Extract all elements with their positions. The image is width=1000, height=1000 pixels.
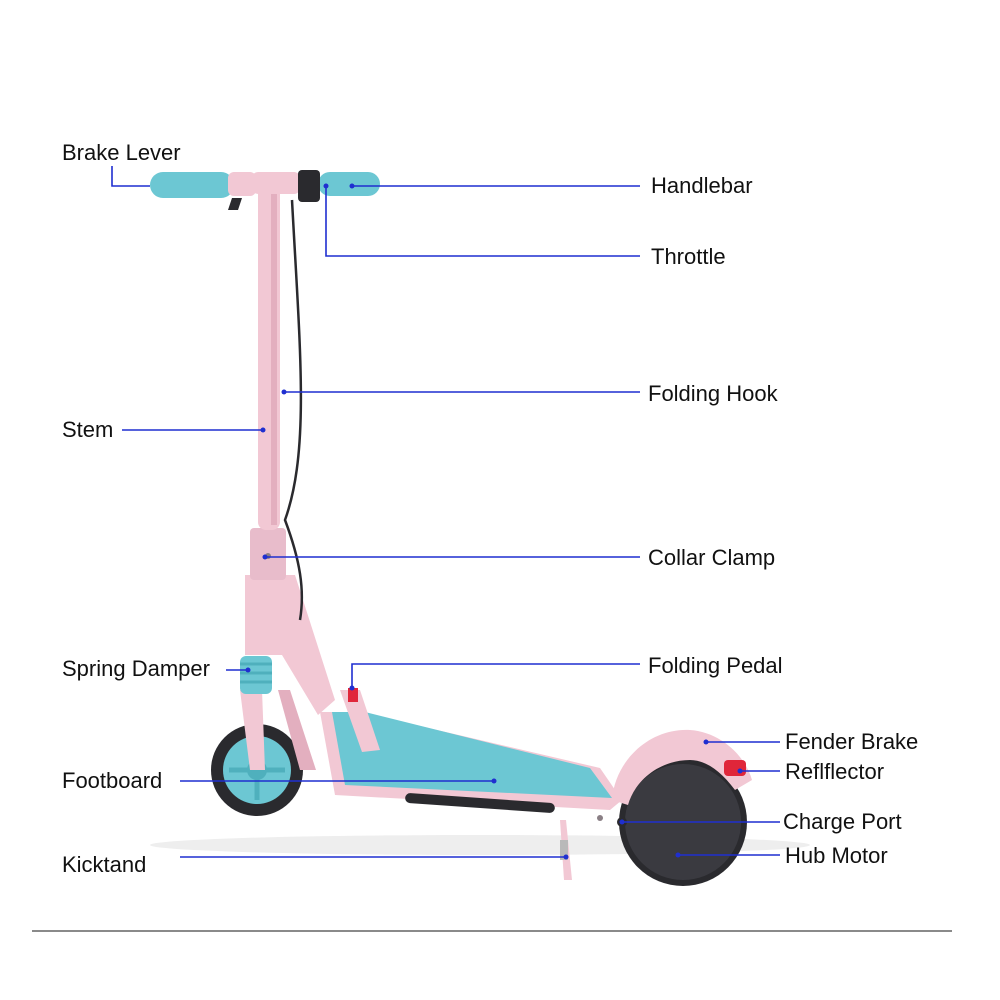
label-footboard: Footboard: [62, 768, 162, 793]
brake-cable: [283, 199, 304, 621]
label-hub-motor: Hub Motor: [785, 843, 888, 868]
spring-damper-part: [240, 656, 272, 694]
label-fender-brake: Fender Brake: [785, 729, 918, 754]
label-stem: Stem: [62, 417, 113, 442]
label-collar-clamp: Collar Clamp: [648, 545, 775, 570]
label-reflector: Reflflector: [785, 759, 884, 784]
folding-pedal-part: [340, 690, 380, 752]
brake-lever-part: [228, 198, 242, 210]
reflector-part: [724, 760, 746, 776]
head-tube: [245, 575, 335, 715]
label-kickstand: Kicktand: [62, 852, 146, 877]
leader-throttle: [325, 186, 640, 257]
leader-brake-lever: [111, 166, 150, 187]
label-throttle: Throttle: [651, 244, 726, 269]
label-folding-pedal: Folding Pedal: [648, 653, 783, 678]
left-grip: [150, 172, 234, 198]
footboard-part: [332, 712, 612, 798]
label-handlebar: Handlebar: [651, 173, 753, 198]
right-grip: [318, 172, 380, 196]
throttle-part: [298, 170, 320, 202]
label-folding-hook: Folding Hook: [648, 381, 779, 406]
label-spring-damper: Spring Damper: [62, 656, 210, 681]
leader-lines: [111, 166, 780, 858]
fender-part: [612, 729, 752, 805]
scooter-illustration: [150, 170, 752, 886]
leader-folding-pedal: [351, 663, 640, 688]
label-brake-lever: Brake Lever: [62, 140, 181, 165]
front-fork: [240, 690, 265, 770]
leader-dots: [245, 183, 743, 860]
label-charge-port: Charge Port: [783, 809, 902, 834]
